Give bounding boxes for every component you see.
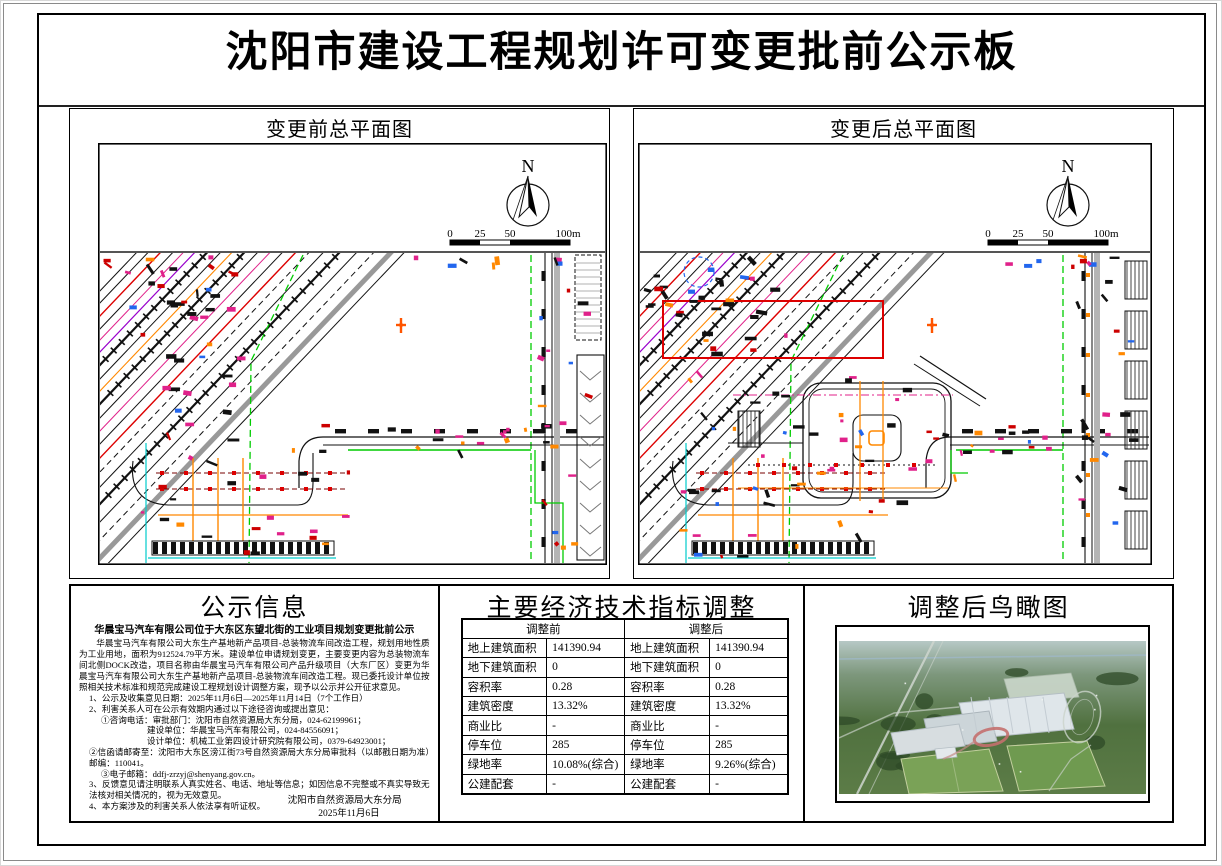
- table-cell: 0: [546, 657, 626, 678]
- notice-text: 华晨宝马汽车有限公司位于大东区东望北街的工业项目规划变更批前公示 华晨宝马汽车有…: [79, 621, 439, 812]
- svg-text:0: 0: [447, 228, 453, 240]
- notice-item: 设计单位：机械工业第四设计研究院有限公司，0379-64923001；: [147, 736, 391, 747]
- table-cell: 建筑密度: [461, 696, 548, 717]
- title-divider: [39, 105, 1204, 107]
- table-cell: 绿地率: [461, 754, 548, 775]
- site-plan-after-drawing: N 0 25 50 100m: [638, 143, 1152, 565]
- svg-text:25: 25: [1013, 228, 1025, 240]
- table-cell: 建筑密度: [624, 696, 711, 717]
- table-cell: 9.26%(综合): [709, 754, 789, 775]
- table-cell: 地上建筑面积: [624, 637, 711, 659]
- page-title: 沈阳市建设工程规划许可变更批前公示板: [225, 30, 1018, 76]
- notice-item: ③电子邮箱：ddfj-zrzyj@shenyang.gov.cn。: [101, 768, 261, 779]
- notice-item: 3、反馈意见请注明联系人真实姓名、电话、地址等信息；如因信息不完整或不真实导致无…: [89, 779, 430, 801]
- aerial-panel: 调整后鸟瞰图: [805, 586, 1172, 821]
- table-cell: 绿地率: [624, 754, 711, 775]
- table-cell: 10.08%(综合): [546, 754, 626, 775]
- table-cell: 0.28: [709, 676, 789, 698]
- svg-text:100m: 100m: [1093, 228, 1119, 240]
- table-cell: 141390.94: [709, 637, 789, 659]
- table-row: 公建配套-公建配套-: [461, 773, 789, 795]
- notice-body: 华晨宝马汽车有限公司大东生产基地新产品项目-总装物流车间改造工程，规划用地性质为…: [79, 638, 430, 692]
- map-before-title: 变更前总平面图: [266, 119, 413, 141]
- aerial-photo-frame: [835, 625, 1151, 803]
- table-cell: 容积率: [624, 676, 711, 698]
- map-panel-before: 变更前总平面图 N 0 25 50 100m: [69, 108, 610, 579]
- table-cell: 地上建筑面积: [461, 637, 548, 659]
- table-cell: -: [546, 715, 626, 736]
- indicators-col-header: 调整前: [461, 618, 626, 639]
- notice-item: 建设单位：华晨宝马汽车有限公司，024-84556091；: [147, 725, 344, 736]
- indicators-title: 主要经济技术指标调整: [486, 595, 757, 622]
- svg-text:50: 50: [505, 228, 517, 240]
- notice-info-panel: 公示信息 华晨宝马汽车有限公司位于大东区东望北街的工业项目规划变更批前公示 华晨…: [71, 586, 440, 821]
- table-cell: -: [546, 773, 626, 795]
- notice-item: 4、本方案涉及的利害关系人依法享有听证权。: [89, 800, 266, 811]
- site-plan-before-drawing: N 0 25 50 100m: [98, 143, 607, 565]
- notice-title: 公示信息: [200, 595, 309, 622]
- indicators-col-header: 调整后: [624, 618, 789, 639]
- page-border: [3, 3, 1217, 861]
- svg-text:100m: 100m: [555, 228, 581, 240]
- svg-text:50: 50: [1043, 228, 1055, 240]
- table-cell: 商业比: [461, 715, 548, 736]
- svg-text:N: N: [522, 156, 535, 176]
- table-cell: 地下建筑面积: [461, 657, 548, 678]
- notice-items: 1、公示及收集意见日期：2025年11月6日—2025年11月14日（7个工作日…: [79, 693, 439, 812]
- table-cell: 13.32%: [546, 696, 626, 717]
- table-cell: 公建配套: [461, 773, 548, 795]
- table-cell: 13.32%: [709, 696, 789, 717]
- table-cell: -: [709, 715, 789, 736]
- notice-item: ②信函请邮寄至：沈阳市大东区滂江街73号自然资源局大东分局审批科（以邮戳日期为准…: [89, 746, 439, 768]
- svg-text:25: 25: [475, 228, 487, 240]
- svg-text:N: N: [1062, 156, 1075, 176]
- svg-text:0: 0: [985, 228, 991, 240]
- bottom-row: 公示信息 华晨宝马汽车有限公司位于大东区东望北街的工业项目规划变更批前公示 华晨…: [69, 584, 1174, 823]
- table-row: 商业比-商业比-: [461, 715, 789, 736]
- table-cell: 停车位: [624, 734, 711, 756]
- table-cell: -: [709, 773, 789, 795]
- aerial-photo: [839, 641, 1147, 794]
- table-cell: 地下建筑面积: [624, 657, 711, 678]
- table-cell: 0.28: [546, 676, 626, 698]
- map-panel-after: 变更后总平面图 N 0 25 50 100m: [633, 108, 1174, 579]
- table-cell: 容积率: [461, 676, 548, 698]
- notice-signature: 沈阳市自然资源局大东分局: [287, 796, 402, 806]
- table-cell: 141390.94: [546, 637, 626, 659]
- table-cell: 公建配套: [624, 773, 711, 795]
- map-after-title: 变更后总平面图: [830, 119, 977, 141]
- table-cell: 商业比: [624, 715, 711, 736]
- notice-date: 2025年11月6日: [318, 809, 380, 819]
- notice-item: ①咨询电话：审批部门：沈阳市自然资源局大东分局，024-62199961；: [101, 714, 366, 725]
- notice-item: 1、公示及收集意见日期：2025年11月6日—2025年11月14日（7个工作日…: [89, 693, 368, 703]
- aerial-title: 调整后鸟瞰图: [907, 595, 1070, 622]
- notice-subtitle: 华晨宝马汽车有限公司位于大东区东望北街的工业项目规划变更批前公示: [94, 625, 415, 636]
- table-cell: 285: [546, 734, 626, 756]
- table-cell: 0: [709, 657, 789, 678]
- notice-board: 沈阳市建设工程规划许可变更批前公示板 变更前总平面图 N 0 25 50 100m 变更…: [37, 13, 1206, 846]
- table-cell: 285: [709, 734, 789, 756]
- notice-item: 2、利害关系人可在公示有效期内通过以下途径咨询或提出意见：: [89, 703, 334, 714]
- table-cell: 停车位: [461, 734, 548, 756]
